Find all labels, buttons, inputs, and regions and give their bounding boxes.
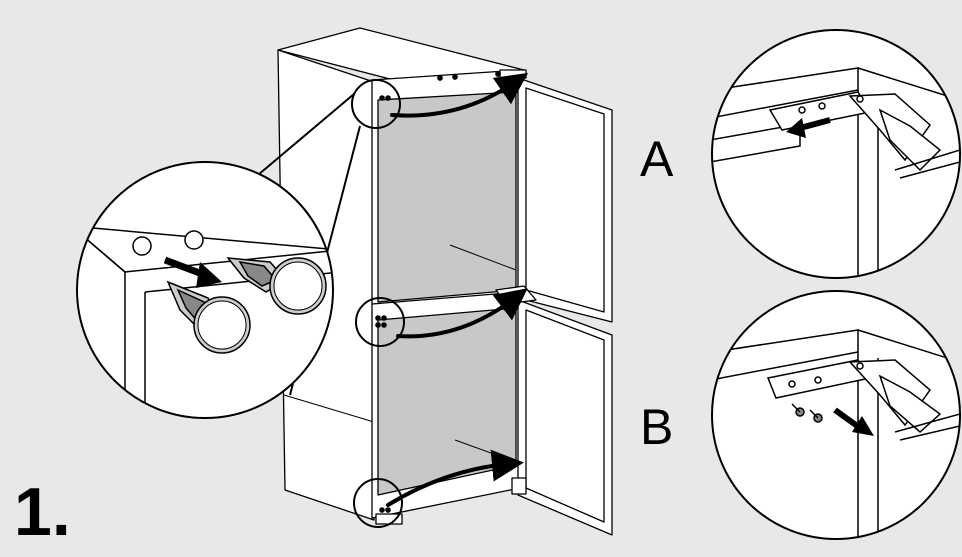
detail-b-hinge-unscrew — [711, 290, 961, 540]
unscrew-arrow — [833, 407, 874, 436]
variant-label-b: B — [640, 399, 674, 455]
pull-arrow — [163, 256, 222, 288]
step-number: 1. — [14, 474, 71, 550]
cover-cap-left — [166, 280, 251, 354]
zoom-marker-bottom — [353, 478, 403, 528]
screw-1 — [791, 403, 805, 417]
upper-door — [517, 77, 613, 323]
fridge-body — [371, 69, 527, 519]
slide-arrow — [786, 117, 831, 138]
variant-label-a: A — [640, 131, 674, 187]
zoom-marker-middle — [355, 297, 405, 347]
swing-arrow-middle — [396, 288, 528, 339]
zoom-markers — [351, 79, 405, 528]
cover-cap-right — [226, 257, 327, 315]
zoom-marker-top — [351, 79, 401, 129]
swing-arrow-top — [390, 72, 529, 118]
detail-cover-caps — [76, 161, 334, 419]
detail-a-hinge-slide — [711, 29, 961, 279]
lower-door — [511, 299, 613, 536]
screw-2 — [809, 409, 823, 423]
